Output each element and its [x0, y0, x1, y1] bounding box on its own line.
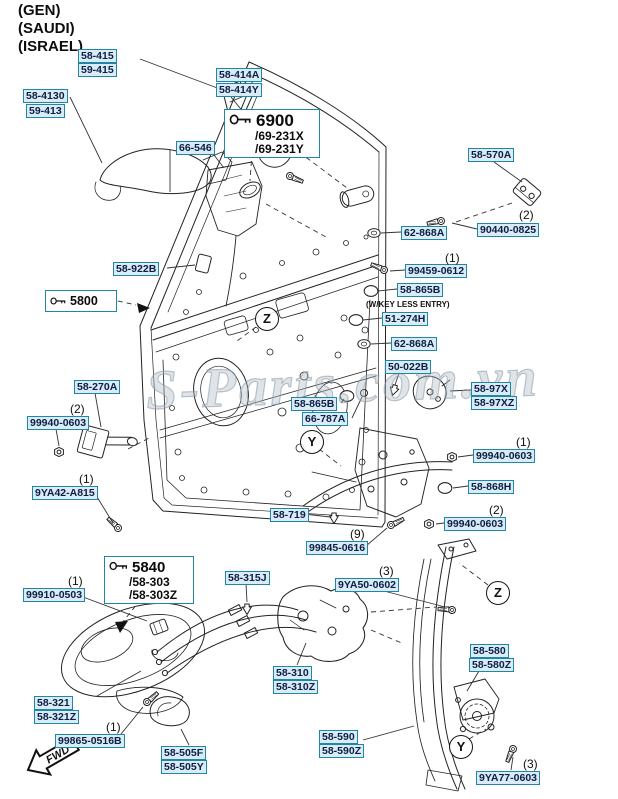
part-number-label: 58-310Z: [273, 680, 319, 694]
region-note: (GEN) (SAUDI) (ISRAEL): [18, 2, 83, 56]
arrowhead: [137, 303, 150, 313]
part-number-label: 9YA77-0603: [476, 771, 540, 785]
key-code-box: 5800: [45, 290, 117, 312]
quantity-note: (3): [523, 757, 538, 771]
part-number-label: 58-321: [34, 696, 73, 710]
key-code: 6900: [256, 111, 294, 130]
key-box-head: 6900: [229, 111, 315, 130]
part-number-label: 58-865B: [397, 283, 444, 297]
part-number-label: 90440-0825: [477, 223, 540, 237]
regulator-in-door-art: [302, 427, 453, 518]
key-code-variant: /58-303: [129, 575, 170, 589]
inner-handle-bezel-art: [60, 602, 206, 727]
striker-and-fasteners-art: [329, 178, 542, 531]
key-icon: [50, 292, 67, 310]
key-icon: [229, 112, 253, 130]
keyless-entry-note: (W/KEY LESS ENTRY): [366, 300, 450, 309]
part-number-label: 62-868A: [391, 337, 438, 351]
part-number-label: 58-922B: [113, 262, 160, 276]
part-number-label: 58-868H: [468, 480, 515, 494]
part-number-label: 9YA50-0602: [335, 578, 399, 592]
key-code-variant: /69-231X: [255, 129, 304, 143]
part-number-label: 58-310: [273, 666, 312, 680]
part-number-label: 66-787A: [302, 412, 349, 426]
key-code-variant: /58-303Z: [129, 588, 178, 602]
quantity-note: (2): [489, 503, 504, 517]
part-number-label: 58-580Z: [469, 658, 515, 672]
door-check-art: [54, 424, 138, 534]
part-number-label: 50-022B: [385, 360, 432, 374]
part-number-label: 58-97XZ: [471, 396, 518, 410]
part-number-label: 58-97X: [471, 382, 511, 396]
quantity-note: (1): [68, 574, 83, 588]
leader-lines: [55, 58, 523, 771]
quantity-note: (1): [106, 720, 121, 734]
quantity-note: (1): [445, 251, 460, 265]
part-number-label: 59-413: [26, 104, 65, 118]
lock-actuator-art: [149, 585, 457, 677]
key-code: 5800: [70, 293, 98, 308]
part-number-label: 58-414A: [216, 68, 263, 82]
part-number-label: 58-270A: [74, 380, 121, 394]
region-note-line: (ISRAEL): [18, 38, 83, 55]
region-note-line: (GEN): [18, 2, 61, 19]
part-number-label: 58-865B: [291, 397, 338, 411]
part-number-label: 58-315J: [225, 571, 270, 585]
view-reference-circle: Z: [486, 581, 510, 605]
quantity-note: (9): [350, 527, 365, 541]
part-number-label: 58-570A: [468, 148, 515, 162]
part-number-label: 58-505F: [161, 746, 207, 760]
key-box-head: 5800: [50, 292, 112, 310]
view-reference-circle: Y: [300, 430, 324, 454]
part-number-label: 99459-0612: [405, 264, 468, 278]
key-icon: [109, 558, 129, 576]
part-number-label: 99845-0616: [306, 541, 369, 555]
part-number-label: 58-505Y: [161, 760, 207, 774]
part-number-label: 99940-0603: [444, 517, 507, 531]
part-number-label: 58-590Z: [319, 744, 365, 758]
part-number-label: 59-415: [78, 63, 117, 77]
view-reference-circle: Z: [255, 307, 279, 331]
part-number-label: 58-590: [319, 730, 358, 744]
part-number-label: 99865-0516B: [55, 734, 125, 748]
part-number-label: 58-719: [270, 508, 309, 522]
part-number-label: 58-414Y: [216, 83, 262, 97]
key-code-box: 6900/69-231X/69-231Y: [224, 109, 320, 158]
part-number-label: 58-4130: [23, 89, 68, 103]
part-number-label: 66-546: [176, 141, 215, 155]
quantity-note: (1): [79, 472, 94, 486]
part-number-label: 99910-0503: [23, 588, 86, 602]
key-code-variant: /69-231Y: [255, 142, 304, 156]
quantity-note: (3): [379, 564, 394, 578]
key-code: 5840: [132, 558, 166, 576]
quantity-note: (2): [70, 402, 85, 416]
part-number-label: 62-868A: [401, 226, 448, 240]
window-regulator-art: [412, 538, 518, 792]
dashed-guide-lines: [108, 151, 513, 740]
quantity-note: (1): [516, 435, 531, 449]
key-code-box: 5840/58-303/58-303Z: [104, 556, 194, 604]
quantity-note: (2): [519, 208, 534, 222]
region-note-line: (SAUDI): [18, 20, 75, 37]
part-number-label: 58-415: [78, 49, 117, 63]
key-box-head: 5840: [109, 558, 189, 576]
part-number-label: 58-321Z: [34, 710, 80, 724]
part-number-label: 58-580: [470, 644, 509, 658]
part-number-label: 9YA42-A815: [32, 486, 98, 500]
part-number-label: 99940-0603: [27, 416, 90, 430]
arrowhead: [115, 621, 128, 633]
view-reference-circle: Y: [449, 735, 473, 759]
part-number-label: 99940-0603: [473, 449, 536, 463]
part-number-label: 51-274H: [382, 312, 429, 326]
